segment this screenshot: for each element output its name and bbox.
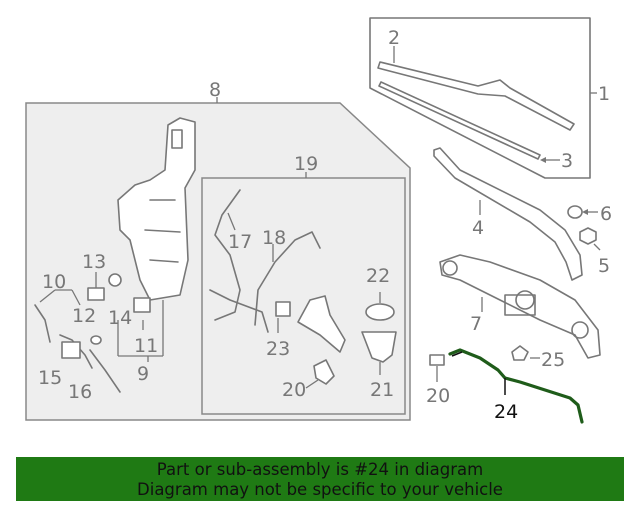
- label-21: 21: [370, 379, 394, 401]
- label-25: 25: [541, 349, 565, 371]
- label-13: 13: [82, 251, 106, 273]
- label-15: 15: [38, 367, 62, 389]
- banner-line-1: Part or sub-assembly is #24 in diagram: [156, 460, 484, 479]
- label-24: 24: [494, 401, 518, 423]
- label-22: 22: [366, 265, 390, 287]
- label-17: 17: [228, 231, 252, 253]
- label-23: 23: [266, 338, 290, 360]
- info-banner: Part or sub-assembly is #24 in diagram D…: [16, 457, 624, 501]
- label-2: 2: [388, 27, 400, 49]
- parts-diagram: 1 2 3 4 5 6 7 8: [25, 17, 612, 424]
- washer-hose-24[interactable]: [448, 348, 584, 424]
- label-3: 3: [561, 150, 573, 172]
- label-19: 19: [294, 153, 318, 175]
- banner-line-2: Diagram may not be specific to your vehi…: [137, 480, 503, 499]
- label-20a: 20: [282, 379, 306, 401]
- wiper-linkage-group: 7: [439, 254, 601, 359]
- label-14: 14: [108, 307, 132, 329]
- label-7: 7: [470, 313, 482, 335]
- label-5: 5: [598, 255, 610, 277]
- wiper-blade-group: 1 2 3: [369, 17, 610, 179]
- washer-hose-group: 20 24 25: [426, 345, 584, 424]
- label-6: 6: [600, 203, 612, 225]
- label-10: 10: [42, 271, 66, 293]
- label-16: 16: [68, 381, 92, 403]
- hose-group: 19 17 18 23 22 21 20: [201, 153, 406, 415]
- label-18: 18: [262, 227, 286, 249]
- label-12: 12: [72, 305, 96, 327]
- label-8: 8: [209, 79, 221, 101]
- label-11: 11: [134, 335, 158, 357]
- label-20b: 20: [426, 385, 450, 407]
- label-9: 9: [137, 363, 149, 385]
- wiper-arm-group: 4 5 6: [433, 147, 612, 281]
- label-4: 4: [472, 217, 484, 239]
- label-1: 1: [598, 83, 610, 105]
